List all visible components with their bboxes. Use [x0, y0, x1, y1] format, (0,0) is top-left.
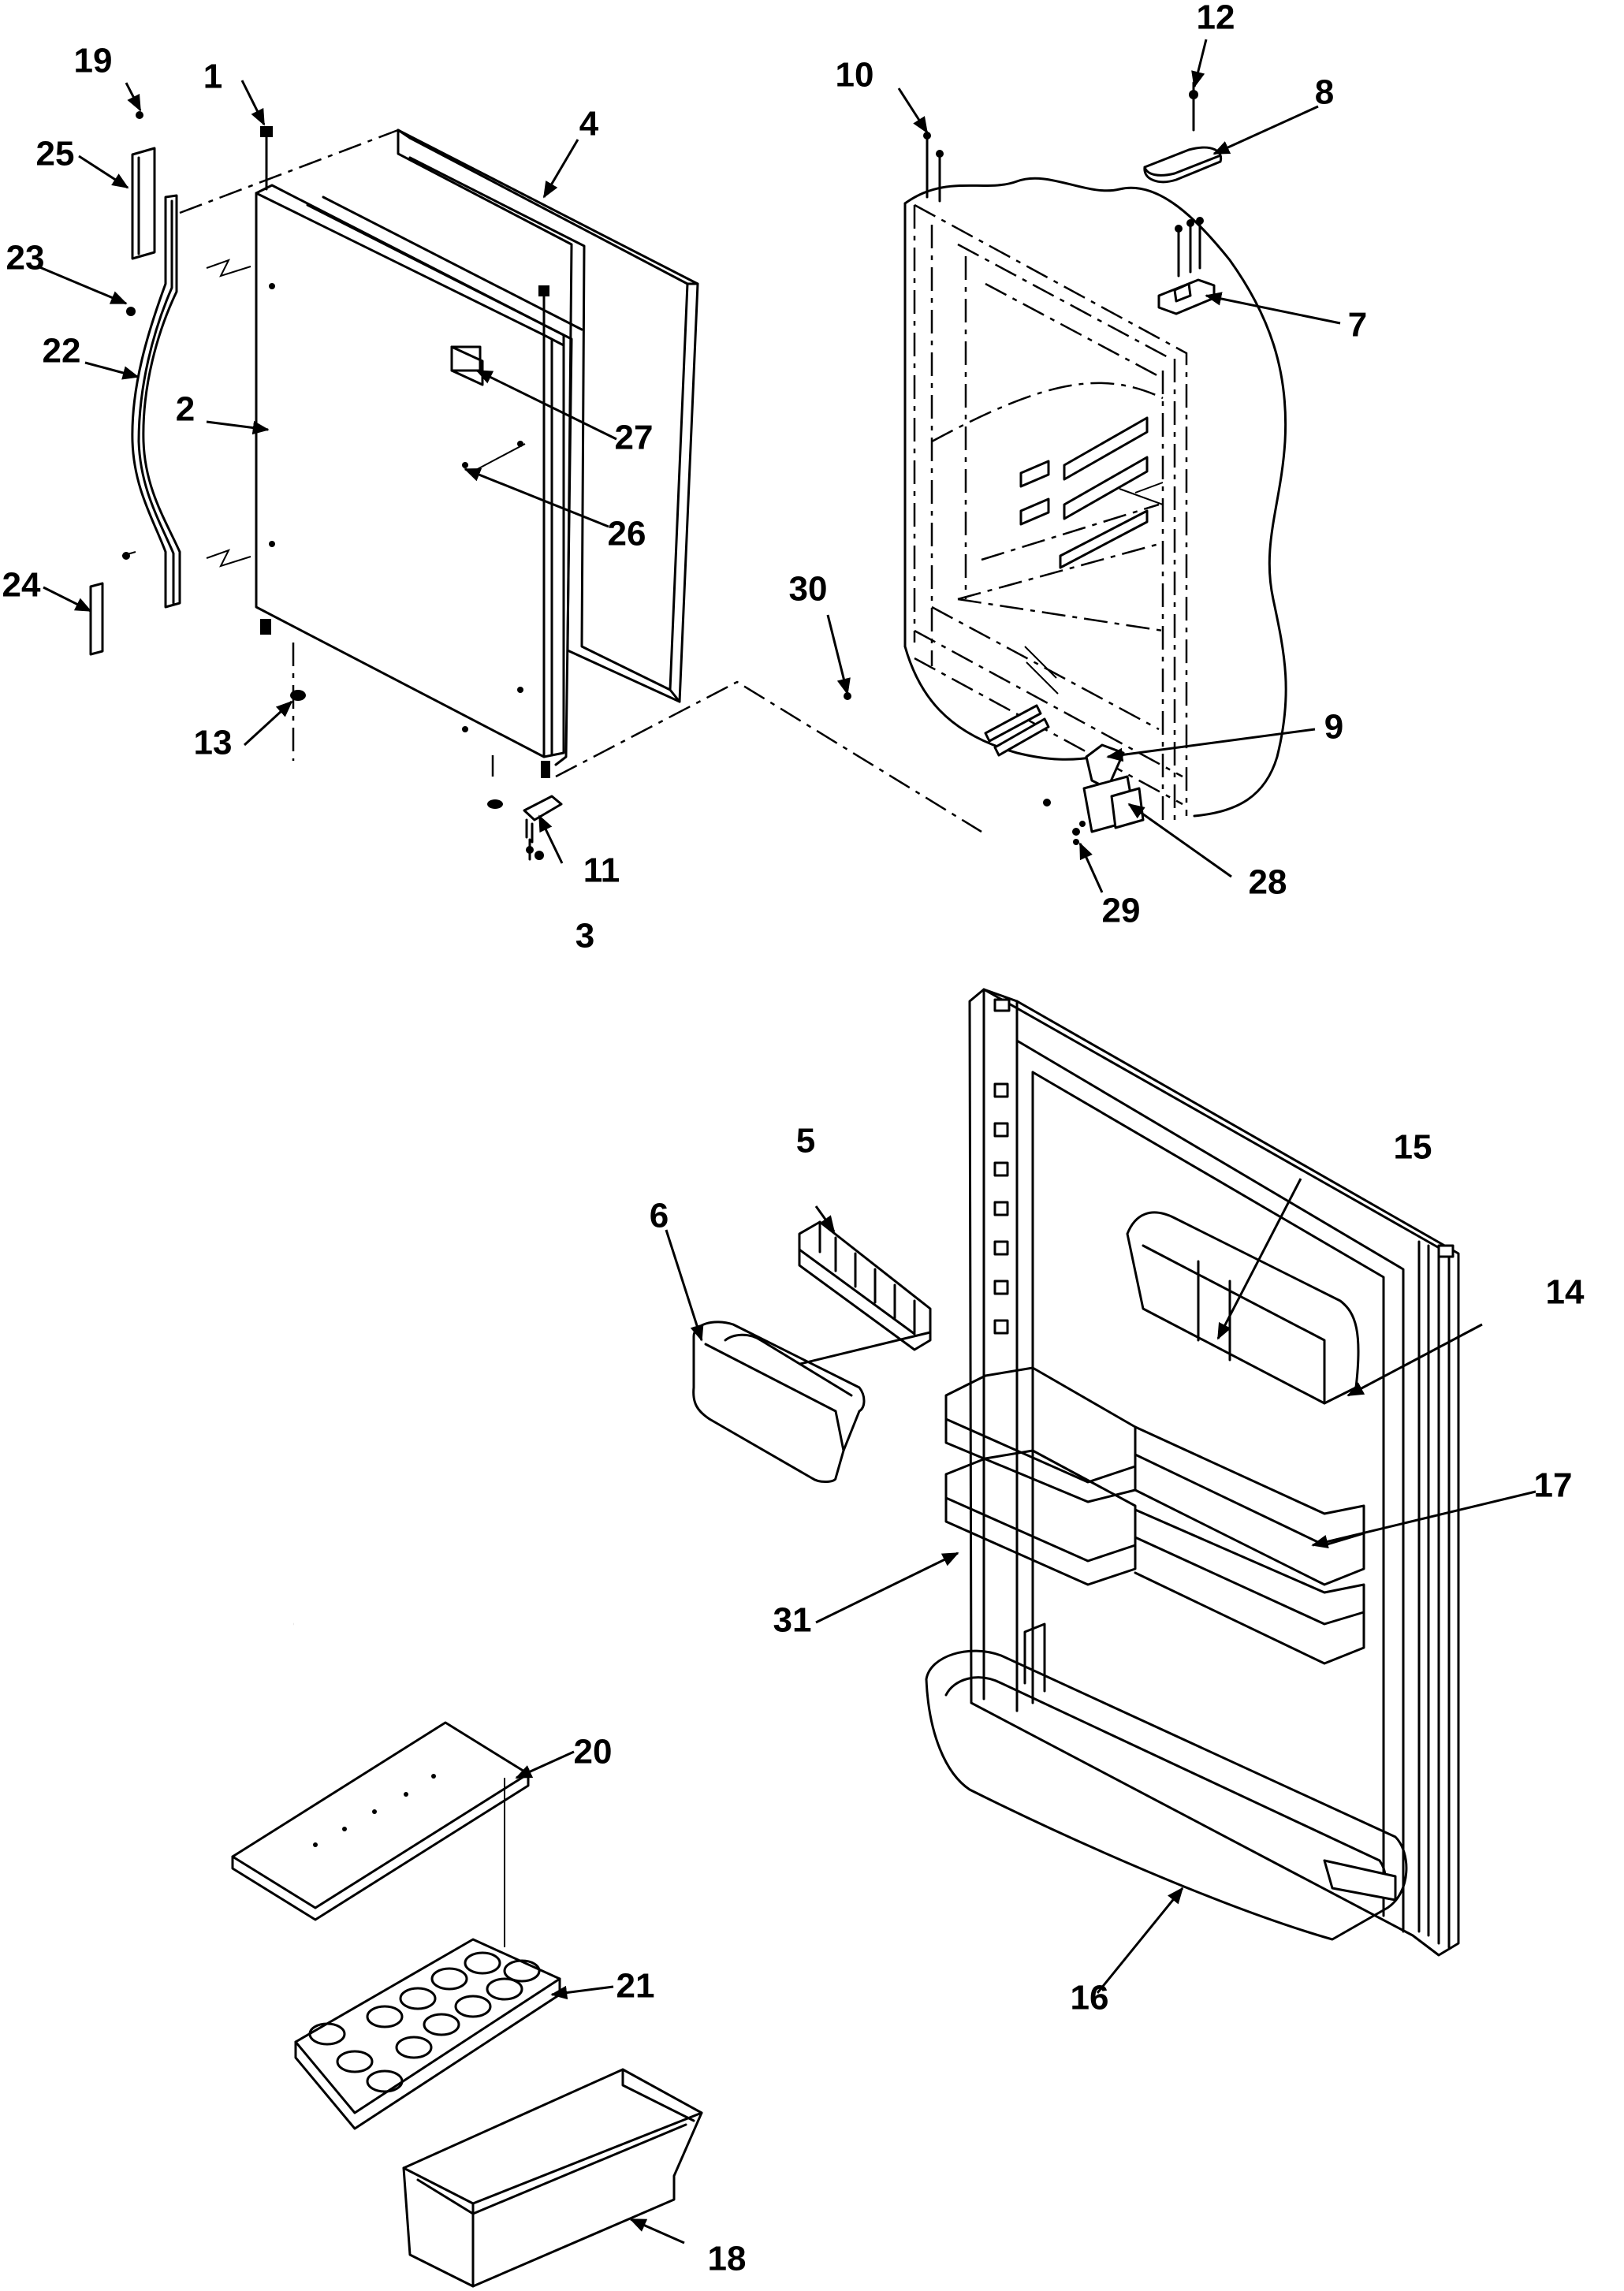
callout-13: 13 [194, 724, 233, 762]
callout-16: 16 [1071, 1979, 1109, 2017]
door-panel [255, 184, 565, 758]
callout-6: 6 [650, 1197, 669, 1235]
fresh-food-door [925, 988, 1460, 1957]
door-handle [131, 194, 181, 609]
callout-20: 20 [574, 1733, 613, 1771]
callout-3: 3 [575, 917, 594, 956]
callout-18: 18 [708, 2240, 747, 2278]
ice-tray-cover [231, 1721, 530, 1947]
callout-28: 28 [1249, 863, 1287, 902]
leader-lines [37, 39, 1536, 2244]
callouts: 1 2 3 4 5 6 7 8 9 10 11 12 13 14 15 16 1… [2, 0, 1585, 2278]
freezer-door-assembly [89, 111, 982, 861]
callout-2: 2 [176, 390, 195, 429]
callout-11: 11 [583, 851, 620, 890]
callout-24: 24 [2, 566, 41, 605]
callout-30: 30 [789, 570, 828, 609]
callout-10: 10 [836, 56, 874, 95]
callout-14: 14 [1546, 1273, 1585, 1312]
callout-19: 19 [74, 42, 113, 80]
callout-27: 27 [615, 419, 654, 457]
ice-cube-tray [294, 1938, 561, 2130]
callout-12: 12 [1197, 0, 1235, 37]
callout-1: 1 [203, 58, 222, 96]
callout-17: 17 [1534, 1466, 1573, 1505]
callout-9: 9 [1324, 708, 1343, 747]
callout-26: 26 [608, 515, 646, 553]
ice-bin [402, 2068, 703, 2288]
callout-8: 8 [1315, 73, 1334, 112]
callout-21: 21 [616, 1967, 655, 2006]
small-door-bin [692, 1321, 932, 1483]
callout-29: 29 [1102, 892, 1141, 930]
callout-22: 22 [43, 332, 81, 371]
callout-5: 5 [796, 1122, 815, 1160]
callout-7: 7 [1348, 306, 1367, 345]
callout-23: 23 [6, 239, 45, 278]
callout-31: 31 [773, 1601, 812, 1640]
callout-4: 4 [579, 105, 599, 143]
cabinet-frame [844, 81, 1287, 845]
callout-25: 25 [36, 135, 75, 173]
shelf-bracket [798, 1220, 932, 1351]
callout-15: 15 [1394, 1128, 1432, 1167]
